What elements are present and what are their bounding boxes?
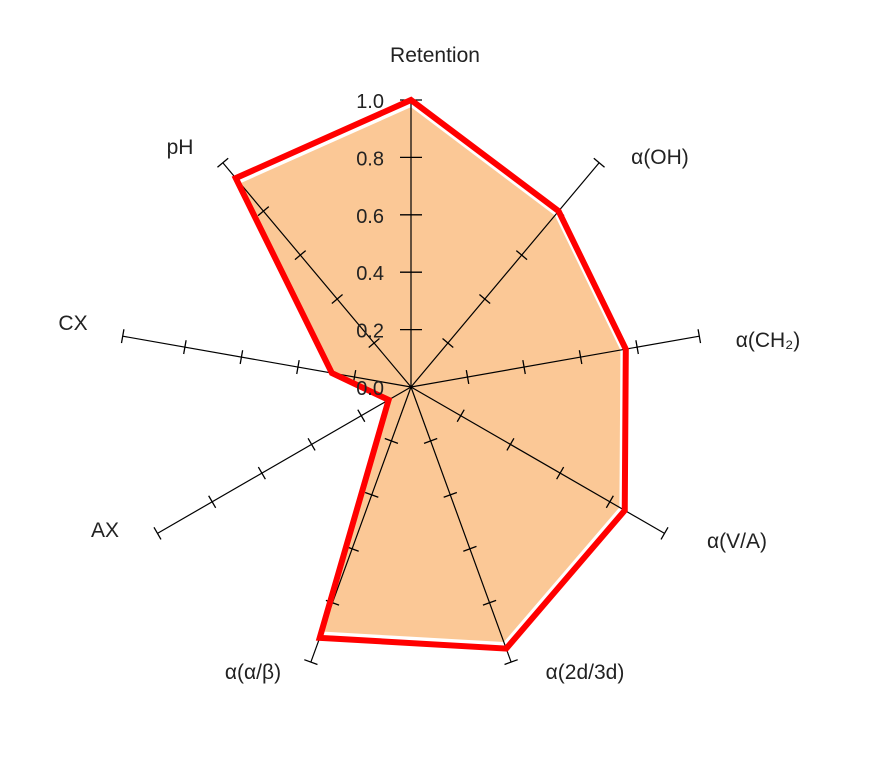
axis-line-2 xyxy=(410,335,700,388)
axis-label-8: pH xyxy=(167,136,194,159)
axis-tick xyxy=(578,350,583,365)
axis-tick xyxy=(257,466,266,480)
axis-tick xyxy=(482,599,497,606)
axis-tick xyxy=(331,294,343,305)
axis-tick xyxy=(605,495,614,509)
axis-label-0: Retention xyxy=(390,44,480,67)
axis-label-1: α(OH) xyxy=(631,146,689,169)
axis-tick xyxy=(504,659,518,666)
axis-tick xyxy=(296,360,300,375)
radial-tick-label: 1.0 xyxy=(356,91,384,113)
axis-line-6 xyxy=(157,386,412,534)
axis-tick xyxy=(479,294,491,305)
radar-series-line xyxy=(231,96,629,652)
radial-tick-label: 0.0 xyxy=(356,378,384,400)
axis-tick xyxy=(368,338,380,349)
axis-line-4 xyxy=(410,386,512,663)
axis-label-7: CX xyxy=(58,312,87,335)
axis-tick xyxy=(384,437,399,444)
axis-tick xyxy=(304,659,318,666)
axis-tick xyxy=(660,526,669,540)
axis-line-7 xyxy=(122,335,412,388)
radial-tick-label: 0.8 xyxy=(356,148,384,170)
axis-tick xyxy=(635,340,639,355)
axis-tick xyxy=(153,526,162,540)
axis-tick xyxy=(465,370,470,385)
axis-tick xyxy=(556,466,565,480)
radial-tick-label: 0.2 xyxy=(356,321,384,343)
axis-tick xyxy=(257,206,270,217)
axis-tick xyxy=(515,250,528,261)
axis-line-8 xyxy=(222,162,412,388)
axis-tick xyxy=(357,409,366,423)
axis-tick xyxy=(522,360,526,375)
radar-fill-area xyxy=(240,107,621,643)
axis-tick xyxy=(364,491,379,498)
axis-label-3: α(V/A) xyxy=(707,530,767,553)
axis-tick xyxy=(120,329,125,344)
axis-tick xyxy=(456,409,465,423)
radial-tick-label: 0.6 xyxy=(356,206,384,228)
axis-label-2: α(CH₂) xyxy=(736,329,801,352)
axis-tick xyxy=(506,438,515,451)
axis-tick xyxy=(294,250,307,261)
axis-label-4: α(2d/3d) xyxy=(546,661,625,684)
axis-tick xyxy=(442,338,454,349)
axis-tick xyxy=(697,329,702,344)
axis-tick xyxy=(239,350,244,365)
axis-line-1 xyxy=(410,162,600,388)
axis-tick xyxy=(443,491,458,498)
axis-tick xyxy=(423,437,438,444)
axis-tick xyxy=(463,545,477,552)
axis-tick xyxy=(593,157,605,168)
axis-label-5: α(α/β) xyxy=(225,661,281,684)
axis-tick xyxy=(208,495,217,509)
axis-tick xyxy=(183,340,187,355)
axis-tick xyxy=(307,438,316,451)
radial-tick-label: 0.4 xyxy=(356,263,384,285)
axis-tick xyxy=(217,157,229,168)
axis-label-6: AX xyxy=(91,519,119,542)
